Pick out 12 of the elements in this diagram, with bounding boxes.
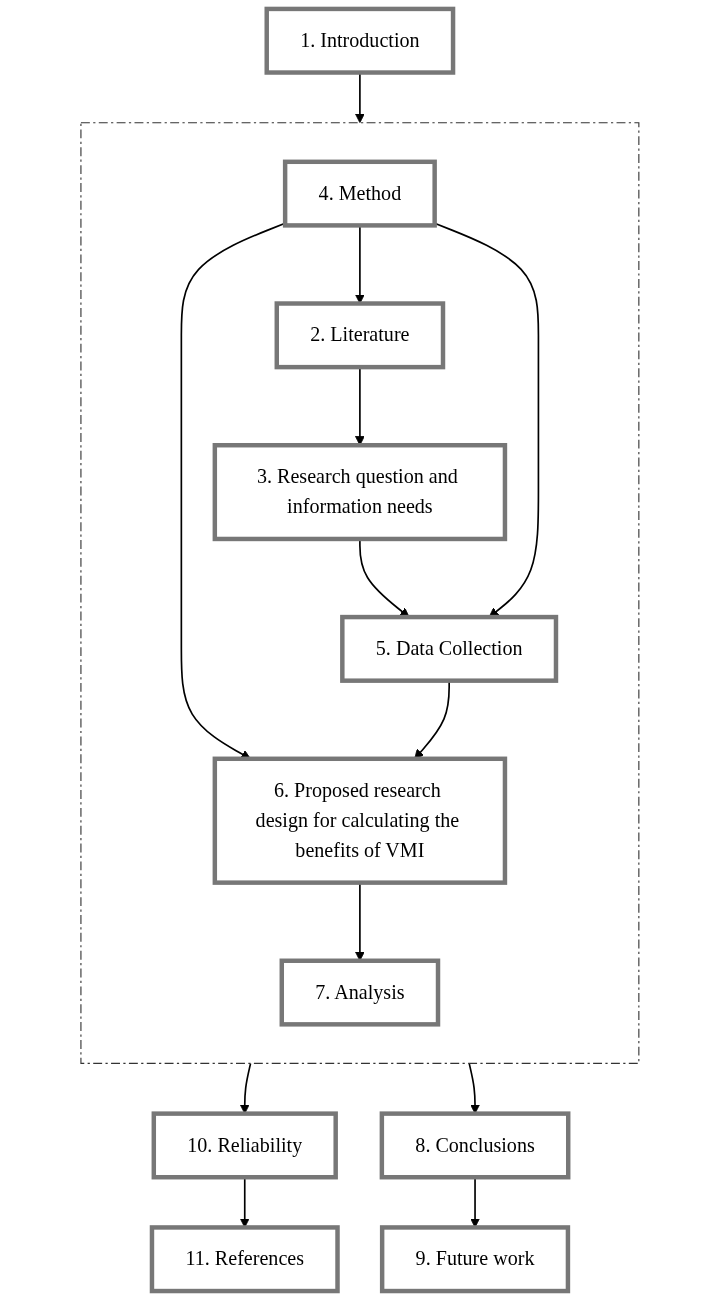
- cluster: [80, 122, 640, 1064]
- node-box: 5. Data Collection: [340, 614, 559, 683]
- node-box: 1. Introduction: [264, 6, 456, 75]
- node-box: 4. Method: [283, 159, 437, 228]
- node-box: 6. Proposed research design for calculating the benefits of VMI: [212, 756, 508, 885]
- node-box: 10. Reliability: [151, 1111, 339, 1180]
- node-box: 11. References: [149, 1225, 340, 1294]
- node-box: 8. Conclusions: [379, 1111, 571, 1180]
- node-box: 3. Research question and information needs: [212, 443, 508, 542]
- node-box: 2. Literature: [274, 301, 446, 370]
- node-box: 9. Future work: [380, 1225, 571, 1294]
- node-box: 7. Analysis: [279, 958, 441, 1027]
